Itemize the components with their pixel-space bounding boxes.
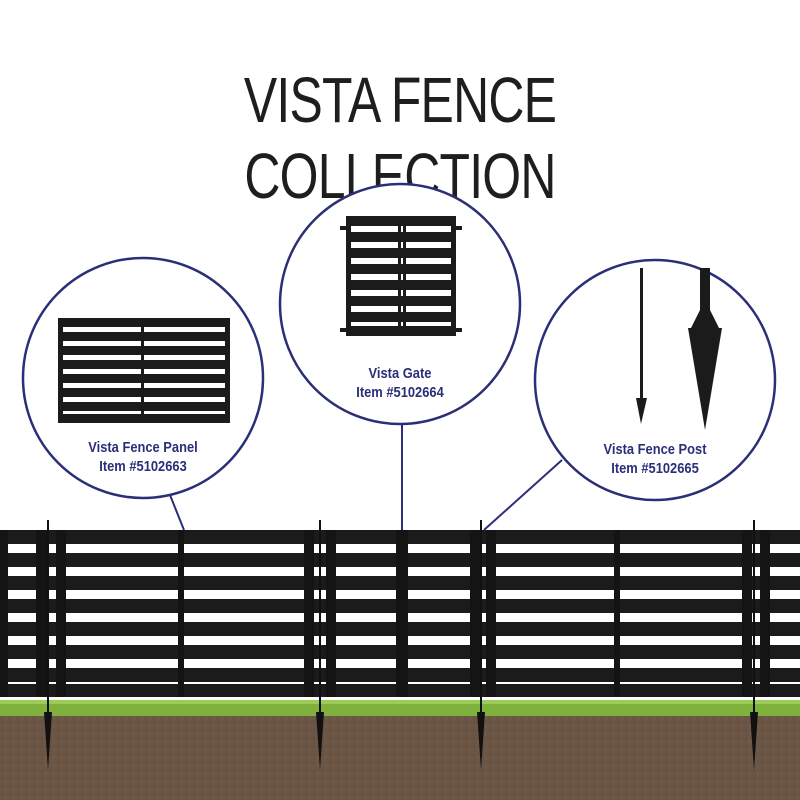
panel-name: Vista Fence Panel <box>88 439 198 456</box>
panel-caption: Vista Fence Panel Item #5102663 <box>43 438 243 476</box>
fence-panel-icon <box>58 318 230 423</box>
gate-name: Vista Gate <box>368 365 432 382</box>
panel-item-number: Item #5102663 <box>99 458 187 475</box>
callout-lines <box>169 420 563 531</box>
gate-caption: Vista Gate Item #5102664 <box>300 364 500 402</box>
gate-icon <box>340 216 462 336</box>
page-title: VISTA FENCE COLLECTION <box>243 64 557 212</box>
post-spikes <box>44 712 758 770</box>
fence-posts <box>47 520 755 720</box>
fence-frames <box>0 530 770 697</box>
gate-item-number: Item #5102664 <box>356 384 444 401</box>
soil <box>0 712 800 800</box>
post-caption: Vista Fence Post Item #5102665 <box>555 440 755 478</box>
post-name: Vista Fence Post <box>603 441 707 458</box>
post-item-number: Item #5102665 <box>611 460 699 477</box>
fence-post-icon <box>636 268 722 430</box>
